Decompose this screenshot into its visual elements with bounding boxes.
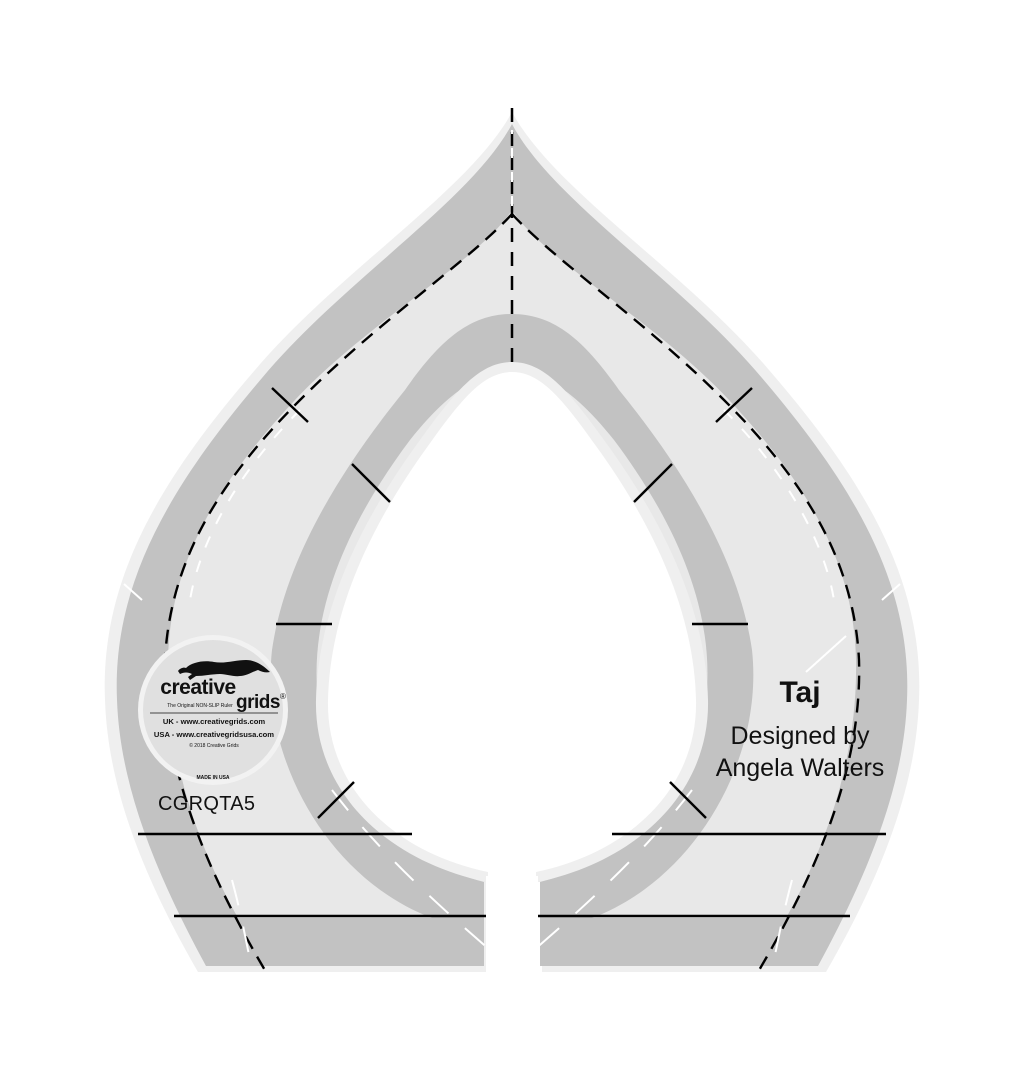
logo-tagline: The Original NON-SLIP Ruler: [167, 703, 233, 709]
white-guide-right-outer: [723, 409, 835, 601]
mark-left-inner-lower: [317, 781, 355, 819]
white-guide-tick-left: [123, 583, 143, 601]
white-guide-right-lower: [533, 789, 793, 961]
designed-by-label: Designed by: [730, 722, 870, 750]
logo-copyright: © 2018 Creative Grids: [189, 742, 239, 749]
white-guide-diagonal-right: [805, 635, 847, 673]
logo-uk-url: UK - www.creativegrids.com: [163, 717, 266, 726]
mark-right-inner-lower: [669, 781, 707, 819]
white-guide-tick-right: [881, 583, 901, 601]
seam-dashed-right: [511, 213, 861, 973]
product-code: CGRQTA5: [158, 793, 256, 815]
mark-left-inner-upper: [351, 463, 391, 503]
mark-right-outer-upper: [715, 387, 753, 423]
mark-left-outer-upper: [271, 387, 309, 423]
logo-circle: [143, 640, 283, 780]
greyhound-icon: [178, 660, 270, 680]
creative-grids-logo: creative grids ® The Original NON-SLIP R…: [138, 635, 288, 785]
ruler-center-opening: [327, 372, 697, 1077]
logo-registered: ®: [280, 692, 286, 701]
designer-name: Angela Walters: [715, 754, 885, 782]
seam-dashed-left: [163, 213, 513, 973]
logo-made-in: MADE IN USA: [196, 775, 229, 781]
logo-brand-line1: creative: [160, 676, 235, 699]
mark-right-inner-upper: [633, 463, 673, 503]
logo-brand-line2: grids: [236, 692, 280, 713]
white-guide-left-lower: [231, 789, 491, 961]
logo-usa-url: USA - www.creativegridsusa.com: [154, 730, 274, 739]
ruler-center-gap: [486, 876, 538, 986]
ruler-title: Taj: [779, 676, 821, 709]
white-guide-left-outer: [189, 409, 301, 601]
